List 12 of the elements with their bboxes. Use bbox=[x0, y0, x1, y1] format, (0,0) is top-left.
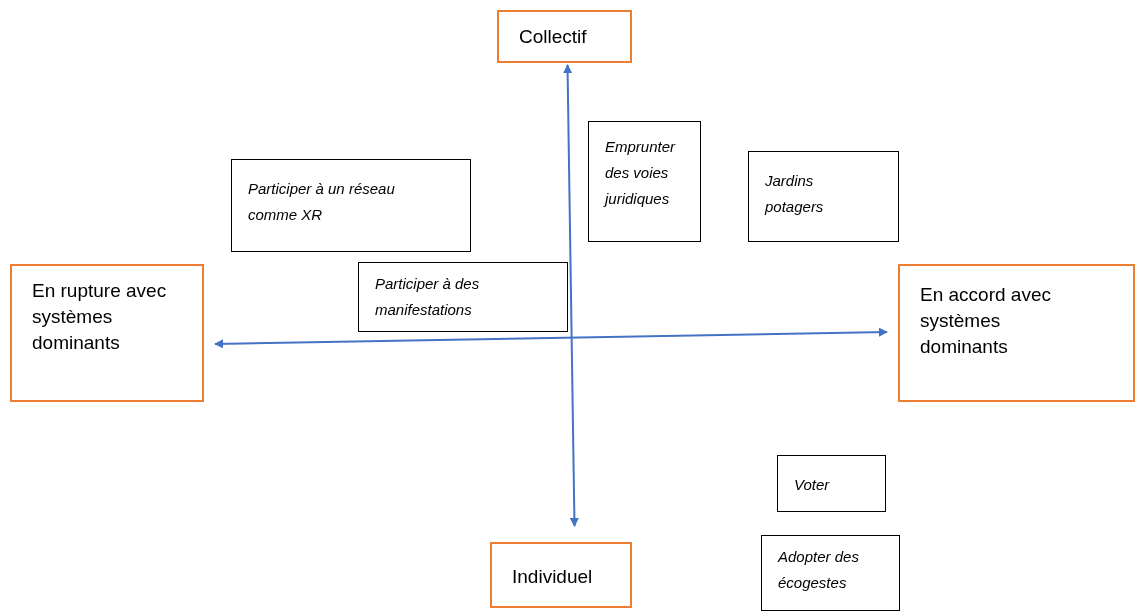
axis-label-box: En accord avec systèmes dominants bbox=[898, 264, 1135, 402]
action-box: Voter bbox=[777, 455, 886, 512]
action-box: Adopter des écogestes bbox=[761, 535, 900, 611]
axis-label-box: En rupture avec systèmes dominants bbox=[10, 264, 204, 402]
double-arrow bbox=[214, 327, 888, 349]
action-box: Participer à des manifestations bbox=[358, 262, 568, 332]
action-box: Participer à un réseau comme XR bbox=[231, 159, 471, 252]
action-box: Jardins potagers bbox=[748, 151, 899, 242]
axis-label-box: Collectif bbox=[497, 10, 632, 63]
action-box: Emprunter des voies juridiques bbox=[588, 121, 701, 242]
double-arrow bbox=[563, 64, 579, 527]
axis-label-box: Individuel bbox=[490, 542, 632, 608]
